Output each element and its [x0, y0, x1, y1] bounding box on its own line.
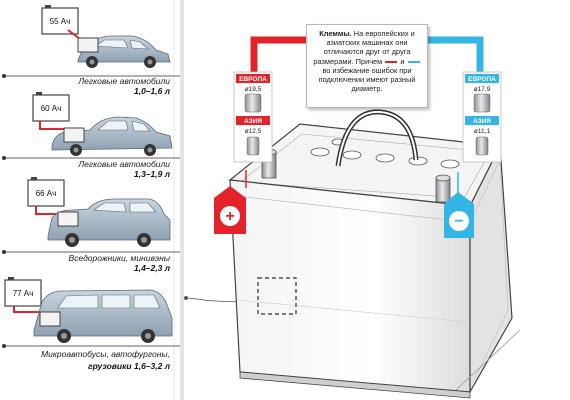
pointer-arrow: [35, 206, 60, 215]
minus-icon: [449, 211, 469, 231]
suv-car-icon: [47, 198, 171, 247]
negative-europe-label: ЕВРОПА: [468, 76, 496, 83]
battery-side-face: [469, 143, 513, 395]
capacity-label: 55 Ач: [50, 17, 71, 26]
battery-icon: [27, 179, 65, 207]
plus-icon: [220, 206, 240, 226]
negative-asia-value: ø11,1: [474, 128, 491, 135]
capacity-label: 66 Ач: [36, 189, 57, 198]
pointer-dot: [184, 296, 188, 300]
vehicle-row-4: 77 Ач Микроавтобусы, автофургоны, грузов…: [2, 277, 180, 371]
terminal-cone-icon: [475, 136, 489, 156]
positive-tag: +: [214, 170, 247, 234]
terminal-cone-icon: [244, 93, 262, 113]
battery-terminal: [36, 92, 42, 95]
vehicle-label-line1: Легковые автомобили: [77, 159, 170, 169]
battery-front-face: [229, 179, 471, 393]
pointer-arrow: [13, 306, 40, 313]
vehicle-label-line1: Микроавтобусы, автофургоны,: [41, 349, 170, 359]
vehicle-label-line2: 1,4–2,3 л: [134, 263, 171, 273]
negative-tag: −: [444, 172, 474, 238]
vehicle-row-3: 66 Ач Вседорожники, минивэны 1,4–2,3 л: [2, 177, 180, 273]
note-text-part2: во избежание ошибок при подключении имею…: [318, 65, 416, 94]
battery-terminal: [8, 277, 14, 280]
vehicle-label-line1: Вседорожники, минивэны: [69, 253, 171, 263]
positive-asia-label: АЗИЯ: [244, 118, 262, 125]
negative-post: [435, 177, 451, 203]
positive-terminal-card: ЕВРОПА ø19,5 АЗИЯ ø12,5: [233, 71, 273, 163]
vehicle-label-line2: 1,3–1,9 л: [134, 169, 171, 179]
car-battery: [228, 109, 521, 399]
red-line-swatch: [385, 60, 398, 63]
negative-asia-label: АЗИЯ: [473, 118, 491, 125]
battery-icon: [4, 279, 42, 307]
negative-connector-line: [428, 36, 484, 86]
hatchback-car-icon: [77, 35, 171, 68]
minivan-icon: [33, 289, 173, 343]
positive-asia-value: ø12,5: [245, 128, 262, 135]
vehicle-label-line2: 1,0–1,6 л: [134, 86, 171, 96]
pointer-arrow: [39, 121, 70, 130]
battery-terminal: [45, 5, 51, 8]
vehicle-label-line1: Легковые автомобили: [77, 76, 170, 86]
battery-icon: [41, 7, 79, 35]
label-area: [257, 277, 297, 315]
note-text-part1: На европейских и азиатских машинах они о…: [313, 29, 415, 66]
battery-icon: [32, 94, 70, 122]
blue-line-swatch: [407, 60, 420, 63]
minus-symbol: −: [454, 213, 463, 230]
vehicle-row-1: 55 Ач Легковые автомобили 1,0–1,6 л: [2, 5, 180, 96]
vehicle-label-line2: грузовики 1,6–3,2 л: [88, 361, 171, 371]
battery-terminal: [31, 177, 37, 180]
capacity-label: 77 Ач: [13, 289, 34, 298]
sedan-car-icon: [51, 116, 173, 156]
capacity-label: 60 Ач: [41, 104, 62, 113]
negative-europe-value: ø17,9: [474, 86, 491, 93]
terminal-cone-icon: [473, 93, 491, 113]
vehicle-row-2: 60 Ач Легковые автомобили 1,3–1,9 л: [2, 92, 180, 179]
negative-terminal-card: ЕВРОПА ø17,9 АЗИЯ ø11,1: [462, 71, 502, 163]
plus-symbol: +: [225, 208, 234, 225]
positive-europe-label: ЕВРОПА: [239, 76, 267, 83]
note-text-and: и: [400, 56, 405, 66]
terminal-cone-icon: [246, 136, 260, 156]
divider-column: [180, 0, 184, 400]
positive-europe-value: ø19,5: [245, 86, 262, 93]
note-title: Клеммы.: [319, 29, 352, 38]
terminals-note: Клеммы. На европейских и азиатских машин…: [306, 24, 428, 108]
